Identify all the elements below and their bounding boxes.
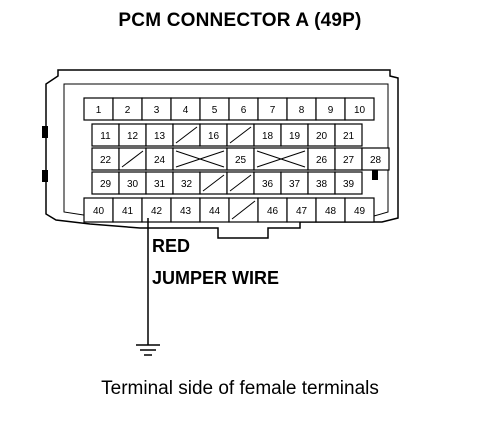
terminal-1: 1 [83, 97, 114, 121]
svg-text:3: 3 [154, 105, 160, 116]
terminal-25: 25 [226, 147, 255, 171]
terminal-26: 26 [307, 147, 336, 171]
svg-text:13: 13 [154, 131, 166, 142]
terminal-18: 18 [253, 123, 282, 147]
terminal-7: 7 [257, 97, 288, 121]
svg-text:18: 18 [262, 131, 274, 142]
svg-text:37: 37 [289, 179, 301, 190]
terminal-30: 30 [118, 171, 147, 195]
svg-text:32: 32 [181, 179, 193, 190]
terminal-20: 20 [307, 123, 336, 147]
svg-text:9: 9 [328, 105, 334, 116]
svg-text:43: 43 [180, 206, 192, 217]
svg-text:1: 1 [96, 105, 102, 116]
terminal-3: 3 [141, 97, 172, 121]
unused-terminal [199, 171, 228, 195]
svg-text:36: 36 [262, 179, 274, 190]
svg-text:27: 27 [343, 155, 355, 166]
svg-text:41: 41 [122, 206, 134, 217]
terminal-9: 9 [315, 97, 346, 121]
svg-text:10: 10 [354, 105, 366, 116]
terminal-27: 27 [334, 147, 363, 171]
terminal-31: 31 [145, 171, 174, 195]
svg-text:40: 40 [93, 206, 105, 217]
diagram-caption: Terminal side of female terminals [101, 378, 379, 399]
svg-text:49: 49 [354, 206, 366, 217]
terminal-24: 24 [145, 147, 174, 171]
terminal-13: 13 [145, 123, 174, 147]
svg-text:19: 19 [289, 131, 301, 142]
terminal-28: 28 [361, 147, 390, 171]
svg-text:24: 24 [154, 155, 166, 166]
unused-terminal [228, 197, 259, 223]
svg-text:29: 29 [100, 179, 112, 190]
terminal-46: 46 [257, 197, 288, 223]
jumper-wire-label: JUMPER WIRE [152, 268, 280, 288]
wire-color-label: RED [152, 236, 191, 256]
terminal-49: 49 [344, 197, 375, 223]
svg-text:20: 20 [316, 131, 328, 142]
svg-text:46: 46 [267, 206, 279, 217]
terminal-21: 21 [334, 123, 363, 147]
svg-text:6: 6 [241, 105, 247, 116]
svg-text:4: 4 [183, 105, 189, 116]
terminal-41: 41 [112, 197, 143, 223]
terminal-42: 42 [141, 197, 172, 223]
svg-text:2: 2 [125, 105, 131, 116]
terminal-11: 11 [91, 123, 120, 147]
svg-text:39: 39 [343, 179, 355, 190]
svg-text:30: 30 [127, 179, 139, 190]
svg-text:22: 22 [100, 155, 112, 166]
terminal-44: 44 [199, 197, 230, 223]
terminal-47: 47 [286, 197, 317, 223]
svg-text:48: 48 [325, 206, 337, 217]
blocked-terminal [172, 147, 228, 171]
jumper-wire [136, 218, 160, 356]
svg-text:5: 5 [212, 105, 218, 116]
terminal-39: 39 [334, 171, 363, 195]
terminal-16: 16 [199, 123, 228, 147]
terminal-40: 40 [83, 197, 114, 223]
svg-text:31: 31 [154, 179, 166, 190]
unused-terminal [118, 147, 147, 171]
terminal-37: 37 [280, 171, 309, 195]
svg-text:44: 44 [209, 206, 221, 217]
terminal-36: 36 [253, 171, 282, 195]
terminal-6: 6 [228, 97, 259, 121]
unused-terminal [172, 123, 201, 147]
svg-text:11: 11 [100, 131, 111, 142]
svg-text:26: 26 [316, 155, 328, 166]
terminal-43: 43 [170, 197, 201, 223]
svg-text:21: 21 [343, 131, 355, 142]
svg-text:42: 42 [151, 206, 163, 217]
svg-text:7: 7 [270, 105, 276, 116]
unused-terminal [226, 123, 255, 147]
svg-text:16: 16 [208, 131, 220, 142]
terminal-32: 32 [172, 171, 201, 195]
unused-terminal [226, 171, 255, 195]
svg-text:38: 38 [316, 179, 328, 190]
terminal-12: 12 [118, 123, 147, 147]
blocked-terminal [253, 147, 309, 171]
svg-text:28: 28 [370, 155, 382, 166]
terminal-2: 2 [112, 97, 143, 121]
terminal-38: 38 [307, 171, 336, 195]
diagram-title: PCM CONNECTOR A (49P) [118, 10, 362, 31]
terminal-4: 4 [170, 97, 201, 121]
svg-text:25: 25 [235, 155, 247, 166]
svg-text:47: 47 [296, 206, 308, 217]
terminal-22: 22 [91, 147, 120, 171]
terminal-5: 5 [199, 97, 230, 121]
terminal-48: 48 [315, 197, 346, 223]
terminal-29: 29 [91, 171, 120, 195]
terminal-10: 10 [344, 97, 375, 121]
svg-text:12: 12 [127, 131, 139, 142]
svg-text:8: 8 [299, 105, 305, 116]
terminal-8: 8 [286, 97, 317, 121]
terminal-19: 19 [280, 123, 309, 147]
